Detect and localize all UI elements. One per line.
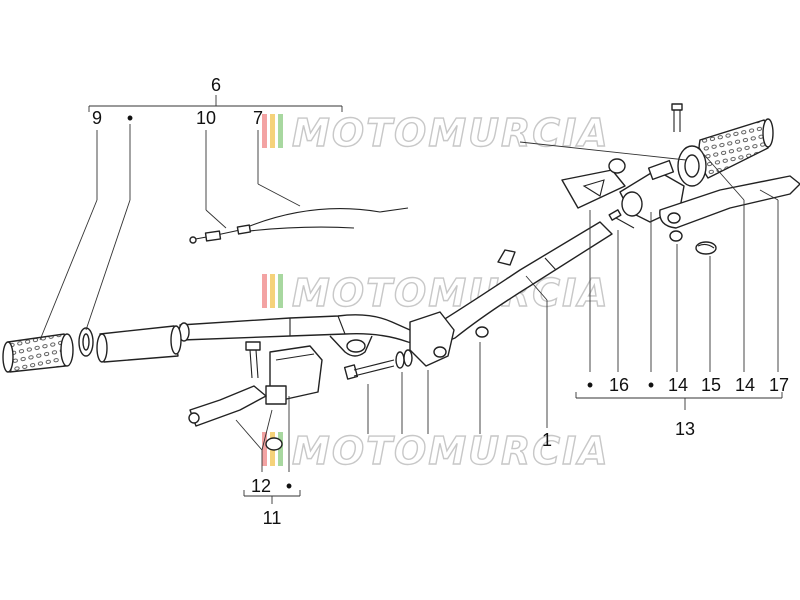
label-17: 17 xyxy=(769,375,789,395)
master-cylinder xyxy=(188,341,323,451)
spring-clip xyxy=(695,241,717,255)
top-screw xyxy=(671,103,683,132)
marker-dot: • xyxy=(587,375,593,395)
label-12: 12 xyxy=(251,476,271,496)
label-10: 10 xyxy=(196,108,216,128)
watermark-middle: MOTOMURCIA xyxy=(262,270,610,316)
right-grip xyxy=(677,118,774,187)
label-11: 11 xyxy=(263,508,282,528)
watermark-text: MOTOMURCIA xyxy=(292,111,610,155)
label-14-nut: 14 xyxy=(668,375,688,395)
part-labels: 6 9 • 10 7 • 16 • 14 15 14 17 13 1 12 • … xyxy=(92,75,789,528)
grip-sleeve xyxy=(96,325,182,363)
screw-16 xyxy=(608,209,635,229)
label-16: 16 xyxy=(609,375,629,395)
label-6: 6 xyxy=(211,75,221,95)
label-7: 7 xyxy=(253,108,263,128)
small-nut xyxy=(669,230,683,242)
label-13: 13 xyxy=(675,419,695,439)
label-14-grip: 14 xyxy=(735,375,755,395)
marker-dot: • xyxy=(648,375,654,395)
marker-dot: • xyxy=(127,108,133,128)
label-15: 15 xyxy=(701,375,721,395)
marker-dot: • xyxy=(286,476,292,496)
watermark-bottom: MOTOMURCIA xyxy=(262,428,610,474)
center-clamp xyxy=(343,311,489,380)
label-9: 9 xyxy=(92,108,102,128)
label-1: 1 xyxy=(542,430,552,450)
watermark-top: MOTOMURCIA xyxy=(262,110,610,156)
leader-lines xyxy=(39,95,783,504)
handlebar-tube xyxy=(178,221,613,357)
right-lever xyxy=(659,175,800,229)
watermark-text: MOTOMURCIA xyxy=(292,271,610,315)
watermark-text: MOTOMURCIA xyxy=(292,429,610,473)
left-grip xyxy=(2,333,74,373)
grip-washer xyxy=(78,327,94,357)
throttle-cables xyxy=(189,207,409,244)
